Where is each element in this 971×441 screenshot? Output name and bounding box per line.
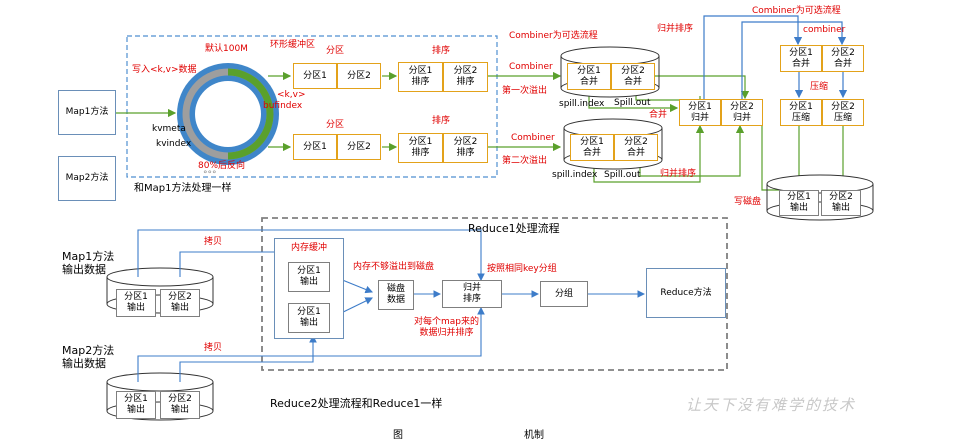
memory-buffer-label: 内存缓冲 <box>291 243 328 253</box>
partition2-sort-b: 分区2 排序 <box>443 133 488 163</box>
map2-same-note: 和Map1方法处理一样 <box>134 183 232 194</box>
kvmeta-label: kvmeta <box>152 124 186 134</box>
second-spill-label: 第二次溢出 <box>502 156 548 166</box>
reduce-map2-p2-output: 分区2 输出 <box>160 391 200 419</box>
merge-sort-box: 归并 排序 <box>442 280 502 308</box>
partition-label-2: 分区 <box>326 120 345 130</box>
buffer-partition1-output-b: 分区1 输出 <box>288 303 330 333</box>
spill-index-a: spill.index <box>559 99 605 109</box>
group-by-key-label: 按照相同key分组 <box>487 264 557 274</box>
spill2-p2-merge: 分区2 合并 <box>614 134 658 161</box>
spill-index-b: spill.index <box>552 170 598 180</box>
partition2-box-b: 分区2 <box>337 134 381 160</box>
map2-output-label: Map2方法 输出数据 <box>62 344 115 370</box>
combiner-label-a: Combiner <box>509 62 553 72</box>
spill1-p1-merge: 分区1 合并 <box>567 63 611 90</box>
copy-label-2: 拷贝 <box>204 343 223 353</box>
partition1-merged: 分区1 归并 <box>679 99 721 126</box>
spill-out-a: Spill.out <box>614 98 651 108</box>
map1-output-label: Map1方法 输出数据 <box>62 250 115 276</box>
reduce-method-box: Reduce方法 <box>646 268 726 318</box>
partition1-combined: 分区1 合并 <box>780 45 822 72</box>
ring-buffer-label: 环形缓冲区 <box>270 40 316 50</box>
ring-buffer-icon: °°° <box>203 170 217 180</box>
partition1-sort-b: 分区1 排序 <box>398 133 443 163</box>
figure-caption-right: 机制 <box>524 430 544 441</box>
partition2-sort-a: 分区2 排序 <box>443 62 488 92</box>
disk-partition2-output: 分区2 输出 <box>821 190 861 216</box>
combiner-small-label: combiner <box>803 25 846 35</box>
partition2-merged: 分区2 归并 <box>721 99 763 126</box>
watermark: 让天下没有难学的技术 <box>686 396 857 414</box>
reduce1-title: Reduce1处理流程 <box>468 222 560 235</box>
reduce-map1-p2-output: 分区2 输出 <box>160 289 200 317</box>
spill-out-b: Spill.out <box>604 170 641 180</box>
map1-method-box: Map1方法 <box>58 90 116 135</box>
reverse-label: 80%后反向 <box>198 161 246 171</box>
combiner-label-b: Combiner <box>511 133 555 143</box>
partition-label-1: 分区 <box>326 46 345 56</box>
compress-label: 压缩 <box>810 82 829 92</box>
partition2-box-a: 分区2 <box>337 63 381 89</box>
partition1-box-a: 分区1 <box>293 63 337 89</box>
partition1-compressed: 分区1 压缩 <box>780 99 822 126</box>
reduce2-same-note: Reduce2处理流程和Reduce1一样 <box>270 397 443 410</box>
write-kv-label: 写入<k,v>数据 <box>132 65 197 75</box>
write-disk-label: 写磁盘 <box>734 197 762 207</box>
per-map-merge-label: 对每个map来的 数据归并排序 <box>414 317 479 338</box>
merge-label: 合并 <box>649 110 668 120</box>
map2-method-box: Map2方法 <box>58 156 116 201</box>
combiner-optional-b: Combiner为可选流程 <box>752 6 841 16</box>
partition2-combined: 分区2 合并 <box>822 45 864 72</box>
partition1-box-b: 分区1 <box>293 134 337 160</box>
merge-sort-label-top: 归并排序 <box>657 24 694 34</box>
kv-label: <k,v> <box>277 90 306 100</box>
disk-data-box: 磁盘 数据 <box>378 280 414 310</box>
first-spill-label: 第一次溢出 <box>502 86 548 96</box>
bufindex-label: bufindex <box>263 101 303 111</box>
copy-label-1: 拷贝 <box>204 237 223 247</box>
partition1-sort-a: 分区1 排序 <box>398 62 443 92</box>
overflow-label: 内存不够溢出到磁盘 <box>353 262 435 272</box>
spill2-p1-merge: 分区1 合并 <box>570 134 614 161</box>
spill1-p2-merge: 分区2 合并 <box>611 63 655 90</box>
combiner-optional-a: Combiner为可选流程 <box>509 31 598 41</box>
group-box: 分组 <box>540 281 588 307</box>
sort-label-1: 排序 <box>432 46 451 56</box>
sort-label-2: 排序 <box>432 116 451 126</box>
partition2-compressed: 分区2 压缩 <box>822 99 864 126</box>
merge-sort-label-bottom: 归并排序 <box>660 169 697 179</box>
reduce-map1-p1-output: 分区1 输出 <box>116 289 156 317</box>
disk-partition1-output: 分区1 输出 <box>779 190 819 216</box>
kvindex-label: kvindex <box>156 139 192 149</box>
figure-caption-left: 图 <box>393 430 403 441</box>
buffer-partition1-output-a: 分区1 输出 <box>288 262 330 292</box>
default-size-label: 默认100M <box>205 44 248 54</box>
reduce-map2-p1-output: 分区1 输出 <box>116 391 156 419</box>
